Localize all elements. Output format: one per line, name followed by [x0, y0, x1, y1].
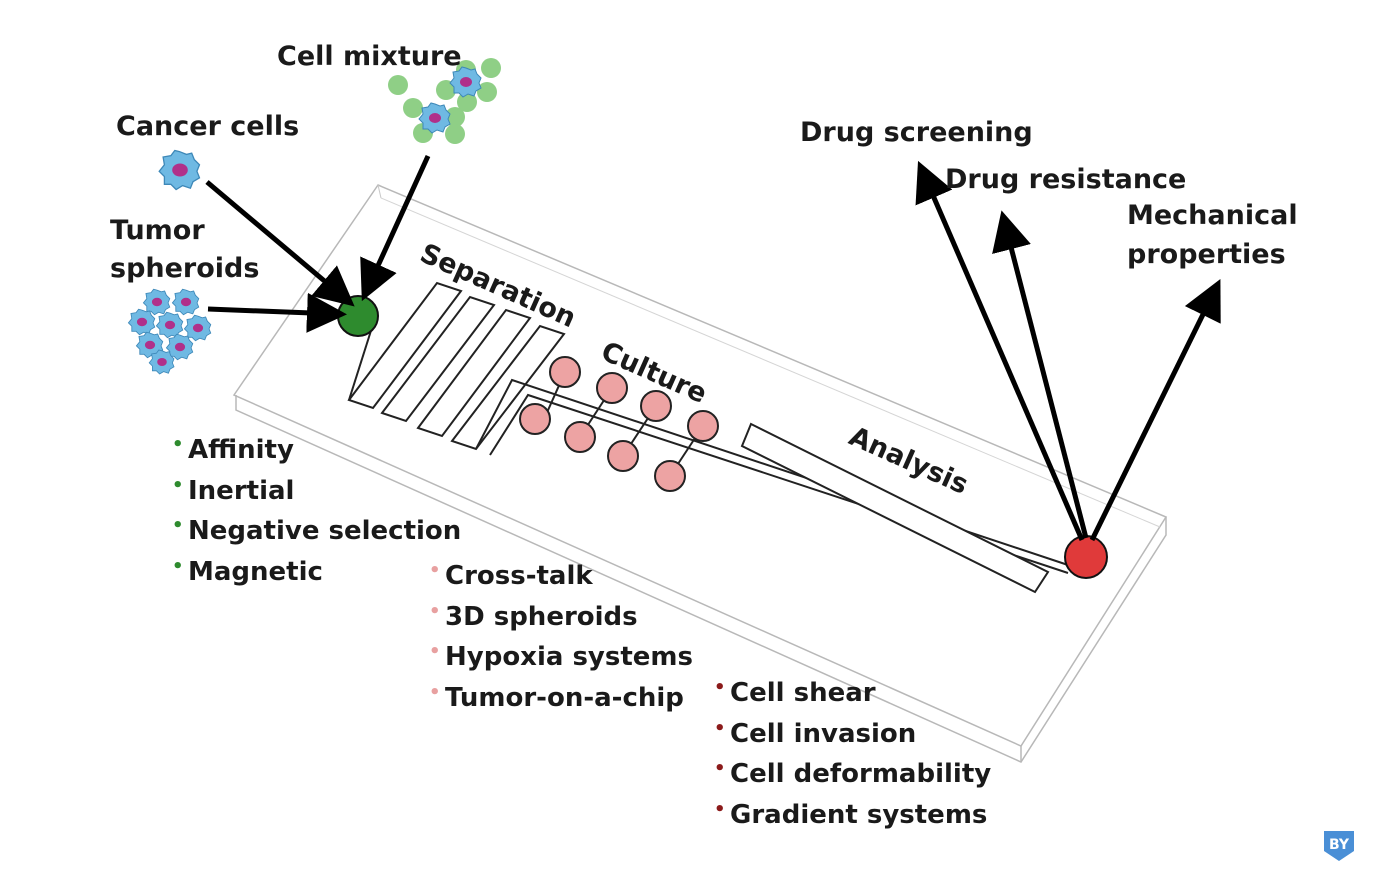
- list-item: •Magnetic: [172, 555, 323, 587]
- label-tumor-spheroids-line1: Tumor: [110, 215, 205, 246]
- separation-methods-list: •Affinity •Inertial •Negative selection …: [172, 430, 461, 592]
- list-item: •Cell invasion: [714, 717, 917, 749]
- bullet-dot: •: [714, 717, 726, 739]
- list-item: •Cross-talk: [429, 560, 593, 591]
- bullet-dot: •: [172, 434, 184, 455]
- list-item: •Cell deformability: [714, 758, 992, 789]
- bullet-dot: •: [429, 641, 441, 662]
- bullet-dot: •: [429, 600, 441, 622]
- culture-chamber: [549, 356, 581, 388]
- label-tumor-spheroids-line2: spheroids: [110, 253, 260, 284]
- list-item: •Hypoxia systems: [429, 641, 693, 672]
- culture-chamber: [564, 421, 596, 453]
- culture-chamber: [607, 440, 639, 472]
- bullet-dot: •: [172, 474, 184, 496]
- cancer-cell-icon: [158, 149, 201, 191]
- label-cancer-cells: Cancer cells: [116, 111, 300, 142]
- culture-methods-list: •Cross-talk •3D spheroids •Hypoxia syste…: [429, 556, 693, 718]
- culture-chamber: [640, 390, 672, 422]
- analysis-channel: [740, 422, 1050, 594]
- list-item: •3D spheroids: [429, 600, 638, 632]
- culture-channel: [475, 356, 1069, 574]
- bullet-dot: •: [172, 555, 184, 577]
- output-arrows: [915, 160, 1221, 542]
- label-drug-resistance: Drug resistance: [945, 164, 1187, 195]
- culture-chamber: [687, 410, 719, 442]
- outlet-port: [1064, 535, 1108, 579]
- list-item: •Cell shear: [714, 677, 876, 708]
- bullet-dot: •: [429, 681, 441, 703]
- list-item: •Negative selection: [172, 515, 462, 546]
- label-cell-mixture: Cell mixture: [277, 41, 462, 72]
- bullet-dot: •: [714, 677, 726, 698]
- list-item: •Gradient systems: [714, 798, 988, 830]
- bullet-dot: •: [714, 798, 726, 820]
- by-license-icon: BY: [1324, 831, 1354, 861]
- bullet-dot: •: [429, 560, 441, 581]
- badge-text: BY: [1329, 837, 1350, 853]
- separation-channel: [347, 281, 566, 451]
- culture-chamber: [596, 372, 628, 404]
- input-arrows: [205, 154, 431, 333]
- label-mechanical-line1: Mechanical: [1127, 200, 1298, 231]
- inlet-port: [337, 295, 379, 337]
- bullet-dot: •: [172, 515, 184, 536]
- bullet-dot: •: [714, 758, 726, 779]
- label-mechanical-line2: properties: [1127, 239, 1286, 270]
- cell-mixture-icon: [388, 58, 501, 144]
- culture-chamber: [519, 403, 551, 435]
- analysis-methods-list: •Cell shear •Cell invasion •Cell deforma…: [714, 673, 991, 835]
- culture-chamber: [654, 460, 686, 492]
- list-item: •Tumor-on-a-chip: [429, 681, 684, 713]
- list-item: •Inertial: [172, 474, 295, 506]
- list-item: •Affinity: [172, 434, 294, 465]
- tumor-spheroid-icon: [127, 288, 212, 375]
- label-drug-screening: Drug screening: [800, 117, 1033, 148]
